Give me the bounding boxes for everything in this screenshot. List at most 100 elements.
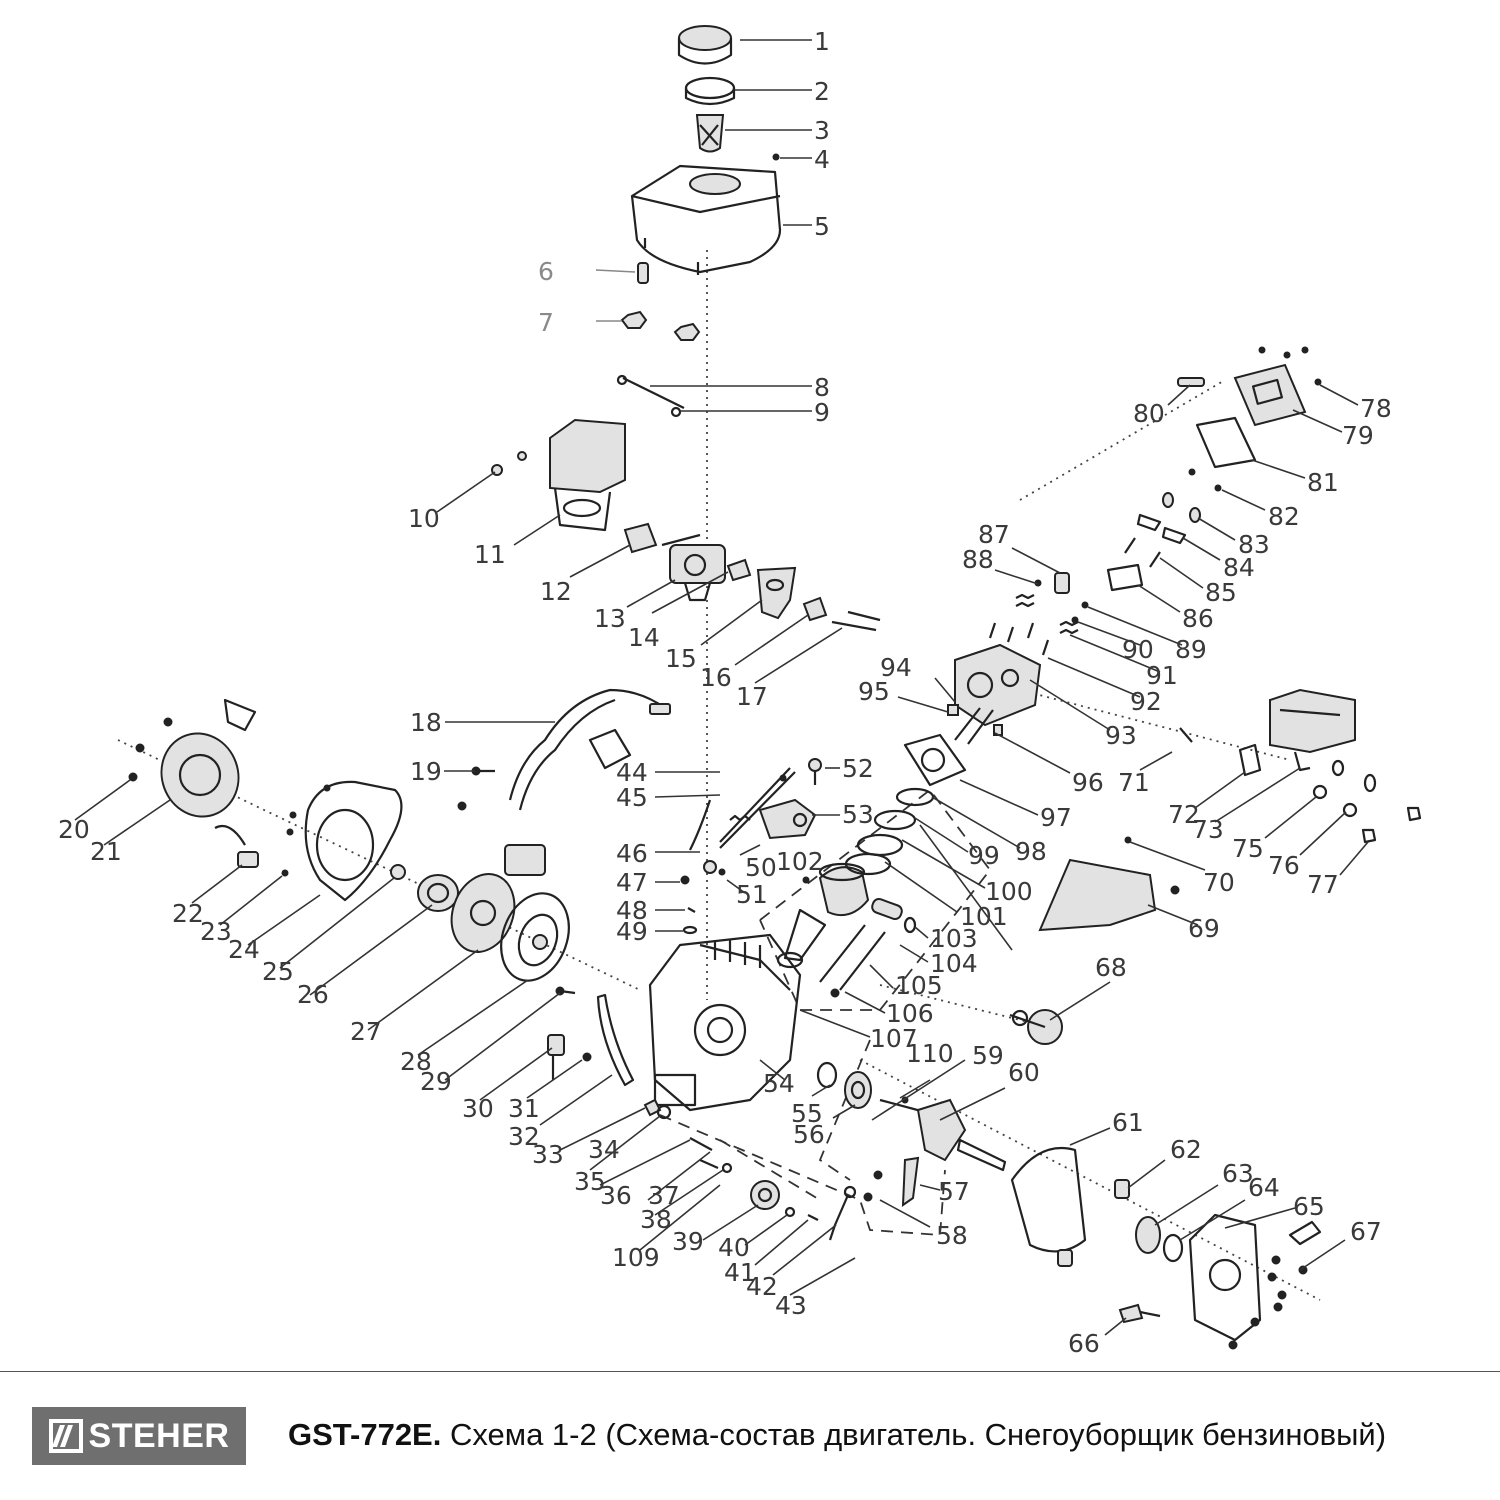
- caption-text: Схема 1-2 (Схема-состав двигатель. Снего…: [449, 1417, 1387, 1452]
- leader-lines: [74, 39, 1369, 1336]
- footer-divider: [0, 1371, 1500, 1372]
- callout-2: 21: [90, 837, 122, 866]
- callout-58: 76: [1268, 851, 1300, 880]
- callout-103: 5: [814, 212, 830, 241]
- flywheel-nut-part: [390, 864, 406, 880]
- air-filter-part: [491, 418, 626, 532]
- callout-72: 90: [1122, 635, 1154, 664]
- callout-73: 91: [1146, 661, 1178, 690]
- insulator-part: [756, 566, 797, 620]
- recoil-starter-part: [128, 698, 257, 818]
- callout-60: 78: [1360, 394, 1392, 423]
- air-filter-gasket-part: [623, 522, 658, 554]
- callout-69: 87: [978, 520, 1010, 549]
- governor-clips-part: [784, 1206, 819, 1221]
- callout-12: 31: [508, 1094, 540, 1123]
- callout-82: 99: [968, 841, 1000, 870]
- callout-54: 71: [1118, 768, 1150, 797]
- carburettor-part: [661, 533, 726, 602]
- connecting-rod-part: [776, 908, 827, 969]
- governor-spring-part: [729, 814, 751, 822]
- crankshaft-part: [879, 1096, 1007, 1172]
- brand-name: STEHER: [88, 1416, 230, 1455]
- callout-23: 42: [746, 1272, 778, 1301]
- logo-mark-icon: [48, 1419, 83, 1453]
- callout-46: 63: [1222, 1159, 1254, 1188]
- callout-79: 96: [1072, 768, 1104, 797]
- flywheel-part: [500, 892, 570, 982]
- callout-62: 80: [1133, 399, 1165, 428]
- callout-49: 66: [1068, 1329, 1100, 1358]
- governor-gear-part: [750, 1180, 780, 1210]
- callout-11: 30: [462, 1094, 494, 1123]
- callout-57: 75: [1232, 834, 1264, 863]
- callout-48: 65: [1293, 1192, 1325, 1221]
- callout-94: 13: [594, 604, 626, 633]
- fan-cover-part: [281, 780, 403, 902]
- callout-13: 32: [508, 1122, 540, 1151]
- throttle-rods-part: [689, 767, 796, 874]
- intake-gasket-part: [802, 596, 828, 622]
- callout-104: 6: [538, 257, 554, 286]
- callout-53: 70: [1203, 868, 1235, 897]
- callout-9: 28: [400, 1047, 432, 1076]
- callout-51: 68: [1095, 953, 1127, 982]
- piston-rings-part: [844, 787, 935, 876]
- callout-43: 60: [1008, 1058, 1040, 1087]
- ignition-coil-part: [504, 688, 671, 876]
- callout-78: 95: [858, 677, 890, 706]
- callout-71: 89: [1175, 635, 1207, 664]
- callout-91: 10: [408, 504, 440, 533]
- callout-99: 1: [814, 27, 830, 56]
- callout-52: 69: [1188, 914, 1220, 943]
- dowel-pin-part: [1057, 1179, 1130, 1267]
- callout-26: 45: [616, 783, 648, 812]
- callout-68: 86: [1182, 604, 1214, 633]
- cylinder-head-part: [954, 643, 1042, 727]
- callout-35: 18: [410, 708, 442, 737]
- callout-16: 35: [574, 1167, 606, 1196]
- callout-18: 37: [648, 1181, 680, 1210]
- callout-29: 48: [616, 896, 648, 925]
- governor-lever-part: [863, 1156, 920, 1207]
- callout-63: 81: [1307, 468, 1339, 497]
- cap-ring-part: [684, 76, 736, 106]
- callout-61: 79: [1342, 421, 1374, 450]
- callout-21: 40: [718, 1233, 750, 1262]
- callout-90: 107: [870, 1024, 918, 1053]
- control-bolt-part: [779, 758, 822, 785]
- tank-nuts-part: [620, 310, 701, 341]
- callout-50: 67: [1350, 1217, 1382, 1246]
- piston-part: [818, 862, 870, 916]
- callout-17: 36: [600, 1181, 632, 1210]
- callout-42: 59: [972, 1041, 1004, 1070]
- callout-102: 4: [814, 145, 830, 174]
- callout-59: 77: [1307, 870, 1339, 899]
- callout-87: 104: [930, 949, 978, 978]
- charge-coil-part: [547, 1034, 592, 1080]
- callout-105: 7: [538, 308, 554, 337]
- small-fasteners-part: [680, 868, 726, 935]
- callout-7: 26: [297, 980, 329, 1009]
- fuel-tank-part: [630, 164, 782, 275]
- callout-86: 103: [930, 924, 978, 953]
- callout-33: 52: [842, 754, 874, 783]
- diagram-caption: GST-772E. Схема 1-2 (Схема-состав двигат…: [288, 1417, 1386, 1453]
- rod-bolts-part: [819, 924, 886, 998]
- callout-22: 41: [724, 1258, 756, 1287]
- callout-109: 110: [906, 1039, 954, 1068]
- callout-75: 92: [1130, 687, 1162, 716]
- callout-44: 61: [1112, 1108, 1144, 1137]
- callout-1: 20: [58, 815, 90, 844]
- callout-31: 50: [745, 853, 777, 882]
- callout-labels: 1 2 3 4 5 6 7 8 9 10 11 12 13 14 15 16 1…: [58, 27, 1392, 1358]
- callout-27: 46: [616, 839, 648, 868]
- callout-106: 8: [814, 373, 830, 402]
- cover-bolts-part: [1228, 1255, 1308, 1350]
- callout-28: 47: [616, 868, 648, 897]
- choke-rod-part: [616, 374, 685, 418]
- crankcase-gasket-part: [1010, 1146, 1087, 1253]
- callout-92: 11: [474, 540, 506, 569]
- callout-70: 88: [962, 545, 994, 574]
- callout-81: 98: [1015, 837, 1047, 866]
